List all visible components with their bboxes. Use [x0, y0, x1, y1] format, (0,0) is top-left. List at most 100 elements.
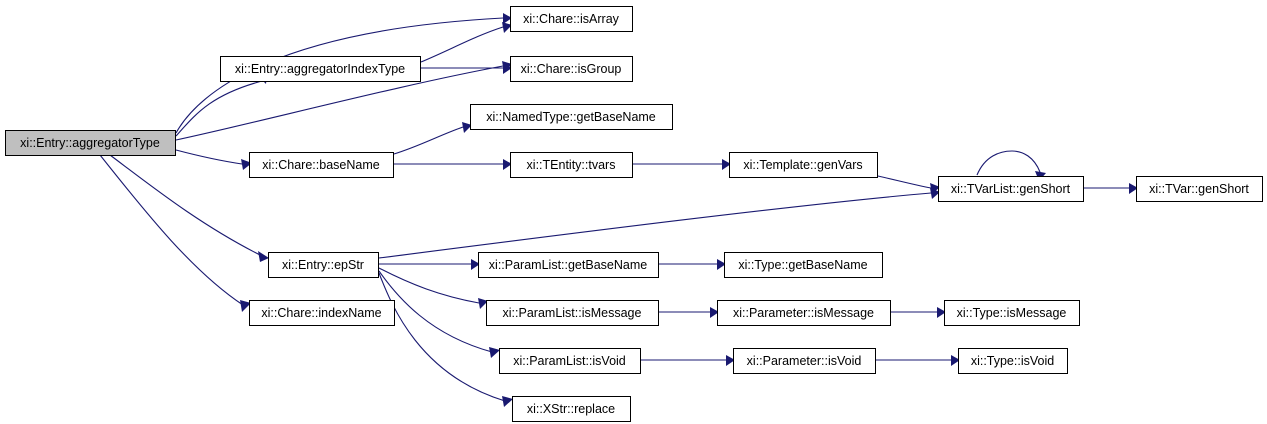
node-label: xi::Parameter::isMessage: [733, 306, 874, 320]
edge-paramListIsMessage-to-parameterIsMessage: [659, 307, 719, 318]
edge-epStr-to-paramListGetBaseName: [379, 259, 480, 270]
arrowhead-icon: [258, 251, 269, 262]
edge-epStr-to-paramListIsVoid: [378, 270, 500, 358]
edge-line: [175, 149, 243, 165]
node-label: xi::TVarList::genShort: [951, 182, 1071, 196]
arrowhead-icon: [502, 22, 512, 33]
edge-aggregatorType-to-chareIndexName: [99, 154, 251, 312]
node-box[interactable]: [717, 300, 891, 326]
node-box[interactable]: [1136, 176, 1263, 202]
edge-line: [99, 154, 244, 306]
edge-tvars-to-genVars: [633, 159, 731, 170]
arrowhead-icon: [503, 63, 512, 74]
node-parameterIsMessage[interactable]: xi::Parameter::isMessage: [717, 300, 891, 326]
edge-aggregatorIndexType-to-isGroup: [421, 63, 512, 74]
node-label: xi::Chare::baseName: [262, 158, 379, 172]
edge-aggregatorIndexType-to-isArray: [420, 22, 512, 63]
node-box[interactable]: [249, 300, 395, 326]
node-box[interactable]: [470, 104, 673, 130]
node-paramListIsMessage[interactable]: xi::ParamList::isMessage: [486, 300, 659, 326]
node-box[interactable]: [510, 152, 633, 178]
node-label: xi::Type::isVoid: [971, 354, 1054, 368]
node-label: xi::TEntity::tvars: [527, 158, 616, 172]
node-namedTypeGetBaseName[interactable]: xi::NamedType::getBaseName: [470, 104, 673, 130]
node-box[interactable]: [510, 6, 633, 32]
edge-aggregatorType-to-epStr: [109, 154, 269, 262]
arrowhead-icon: [951, 355, 960, 366]
node-label: xi::ParamList::isVoid: [513, 354, 626, 368]
node-aggregatorType[interactable]: xi::Entry::aggregatorType: [5, 130, 176, 156]
arrowhead-icon: [710, 307, 719, 318]
node-chareIndexName[interactable]: xi::Chare::indexName: [249, 300, 395, 326]
node-box[interactable]: [268, 252, 379, 278]
node-box[interactable]: [486, 300, 659, 326]
node-chareBaseName[interactable]: xi::Chare::baseName: [249, 152, 394, 178]
arrowhead-icon: [462, 122, 472, 133]
node-box[interactable]: [510, 56, 633, 82]
edge-epStr-to-tvarListGenShort: [378, 188, 940, 259]
arrowhead-icon: [726, 355, 735, 366]
arrowhead-icon: [502, 396, 513, 407]
node-tvarGenShort[interactable]: xi::TVar::genShort: [1136, 176, 1263, 202]
nodes-layer: xi::Entry::aggregatorType xi::Chare::isAr…: [5, 6, 1263, 422]
edge-line: [378, 270, 493, 353]
node-box[interactable]: [729, 152, 878, 178]
arrowhead-icon: [937, 307, 946, 318]
node-aggregatorIndexType[interactable]: xi::Entry::aggregatorIndexType: [220, 56, 421, 82]
edges-layer: [99, 13, 1138, 407]
node-label: xi::ParamList::isMessage: [503, 306, 642, 320]
node-paramListGetBaseName[interactable]: xi::ParamList::getBaseName: [478, 252, 659, 278]
node-tvarListGenShort[interactable]: xi::TVarList::genShort: [938, 176, 1084, 202]
node-typeGetBaseName[interactable]: xi::Type::getBaseName: [724, 252, 883, 278]
node-box[interactable]: [249, 152, 394, 178]
edge-line: [393, 126, 464, 155]
node-box[interactable]: [499, 348, 641, 374]
edge-parameterIsMessage-to-typeIsMessage: [891, 307, 946, 318]
arrowhead-icon: [478, 298, 488, 309]
node-typeIsVoid[interactable]: xi::Type::isVoid: [958, 348, 1068, 374]
node-box[interactable]: [220, 56, 421, 82]
node-box[interactable]: [733, 348, 876, 374]
node-box[interactable]: [724, 252, 883, 278]
edge-line: [378, 267, 480, 304]
node-box[interactable]: [5, 130, 176, 156]
edge-line: [420, 26, 504, 63]
edge-aggregatorType-to-chareBaseName: [175, 149, 252, 170]
node-label: xi::Parameter::isVoid: [747, 354, 862, 368]
edge-tvarListGenShort-to-tvarGenShort: [1084, 183, 1138, 194]
node-isArray[interactable]: xi::Chare::isArray: [510, 6, 633, 32]
edge-line: [175, 65, 504, 141]
arrowhead-icon: [503, 13, 512, 24]
node-genVars[interactable]: xi::Template::genVars: [729, 152, 878, 178]
node-box[interactable]: [512, 396, 631, 422]
node-paramListIsVoid[interactable]: xi::ParamList::isVoid: [499, 348, 641, 374]
arrowhead-icon: [1129, 183, 1138, 194]
node-box[interactable]: [938, 176, 1084, 202]
edge-parameterIsVoid-to-typeIsVoid: [876, 355, 960, 366]
node-label: xi::Template::genVars: [743, 158, 862, 172]
edge-line: [877, 175, 932, 189]
node-label: xi::Type::isMessage: [957, 306, 1067, 320]
edge-chareBaseName-to-tvars: [394, 159, 512, 170]
arrowhead-icon: [717, 259, 726, 270]
node-parameterIsVoid[interactable]: xi::Parameter::isVoid: [733, 348, 876, 374]
arrowhead-icon: [489, 347, 500, 358]
node-epStr[interactable]: xi::Entry::epStr: [268, 252, 379, 278]
edge-chareBaseName-to-namedTypeGetBaseName: [393, 122, 472, 155]
node-label: xi::Chare::isArray: [523, 12, 620, 26]
edge-line: [378, 192, 932, 259]
node-box[interactable]: [958, 348, 1068, 374]
edge-line: [109, 154, 263, 257]
edge-line: [976, 150, 1041, 176]
node-isGroup[interactable]: xi::Chare::isGroup: [510, 56, 633, 82]
node-typeIsMessage[interactable]: xi::Type::isMessage: [944, 300, 1080, 326]
node-box[interactable]: [478, 252, 659, 278]
arrowhead-icon: [722, 159, 731, 170]
node-label: xi::TVar::genShort: [1149, 182, 1249, 196]
arrowhead-icon: [930, 188, 940, 199]
arrowhead-icon: [241, 159, 252, 170]
node-xstrReplace[interactable]: xi::XStr::replace: [512, 396, 631, 422]
node-box[interactable]: [944, 300, 1080, 326]
node-tvars[interactable]: xi::TEntity::tvars: [510, 152, 633, 178]
